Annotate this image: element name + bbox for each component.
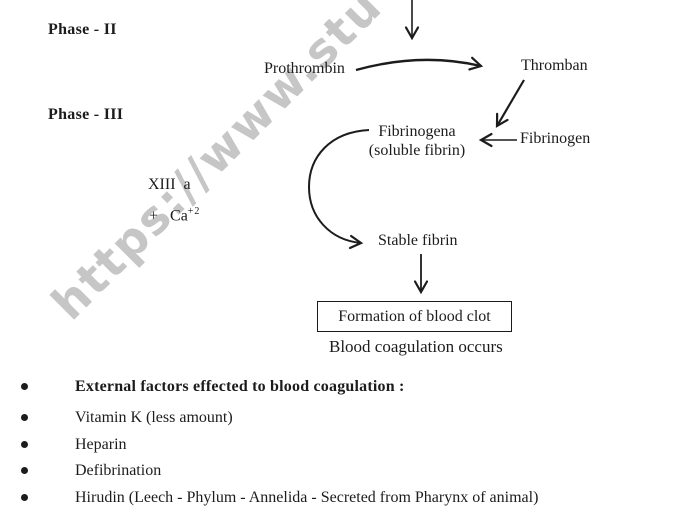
bullet-icon: [21, 494, 28, 501]
clot-box-label: Formation of blood clot: [338, 307, 491, 325]
calcium-label: + Ca+2: [149, 203, 200, 225]
bullet-label: Heparin: [75, 436, 127, 453]
phase-2-label: Phase - II: [48, 21, 117, 38]
fibrinogena-title: Fibrinogena: [378, 123, 456, 140]
arrow-prothrombin-to-thromban: [355, 56, 484, 72]
list-item: Hirudin (Leech - Phylum - Annelida - Sec…: [0, 488, 692, 510]
node-thromban: Thromban: [521, 57, 588, 74]
list-item: Vitamin K (less amount): [0, 408, 692, 430]
calcium-superscript: +2: [187, 206, 201, 217]
site-watermark: https://www.stu: [40, 0, 393, 331]
node-fibrinogena: Fibrinogena (soluble fibrin): [358, 122, 476, 160]
bullet-label: Defibrination: [75, 462, 162, 479]
bullet-label: Vitamin K (less amount): [75, 409, 233, 426]
list-item: External factors effected to blood coagu…: [0, 377, 692, 399]
bullet-icon: [21, 383, 28, 390]
bullet-label: External factors effected to blood coagu…: [75, 378, 405, 395]
fibrinogena-subtitle: (soluble fibrin): [368, 142, 466, 159]
bullet-label: Hirudin (Leech - Phylum - Annelida - Sec…: [75, 489, 539, 506]
node-fibrinogen: Fibrinogen: [520, 130, 591, 147]
node-prothrombin: Prothrombin: [264, 60, 345, 77]
bullet-icon: [21, 441, 28, 448]
bullet-icon: [21, 467, 28, 474]
clot-formation-box: Formation of blood clot: [317, 301, 512, 332]
list-item: Heparin: [0, 435, 692, 457]
arrow-thromban-to-fibrinogena: [495, 79, 525, 128]
phase-3-label: Phase - III: [48, 106, 124, 123]
node-stable-fibrin: Stable fibrin: [378, 232, 458, 249]
list-item: Defibrination: [0, 461, 692, 483]
factor-xiii-a-label: XIII a: [148, 176, 191, 193]
bullet-icon: [21, 414, 28, 421]
diagram-caption: Blood coagulation occurs: [329, 337, 503, 356]
calcium-text: + Ca: [149, 207, 188, 225]
